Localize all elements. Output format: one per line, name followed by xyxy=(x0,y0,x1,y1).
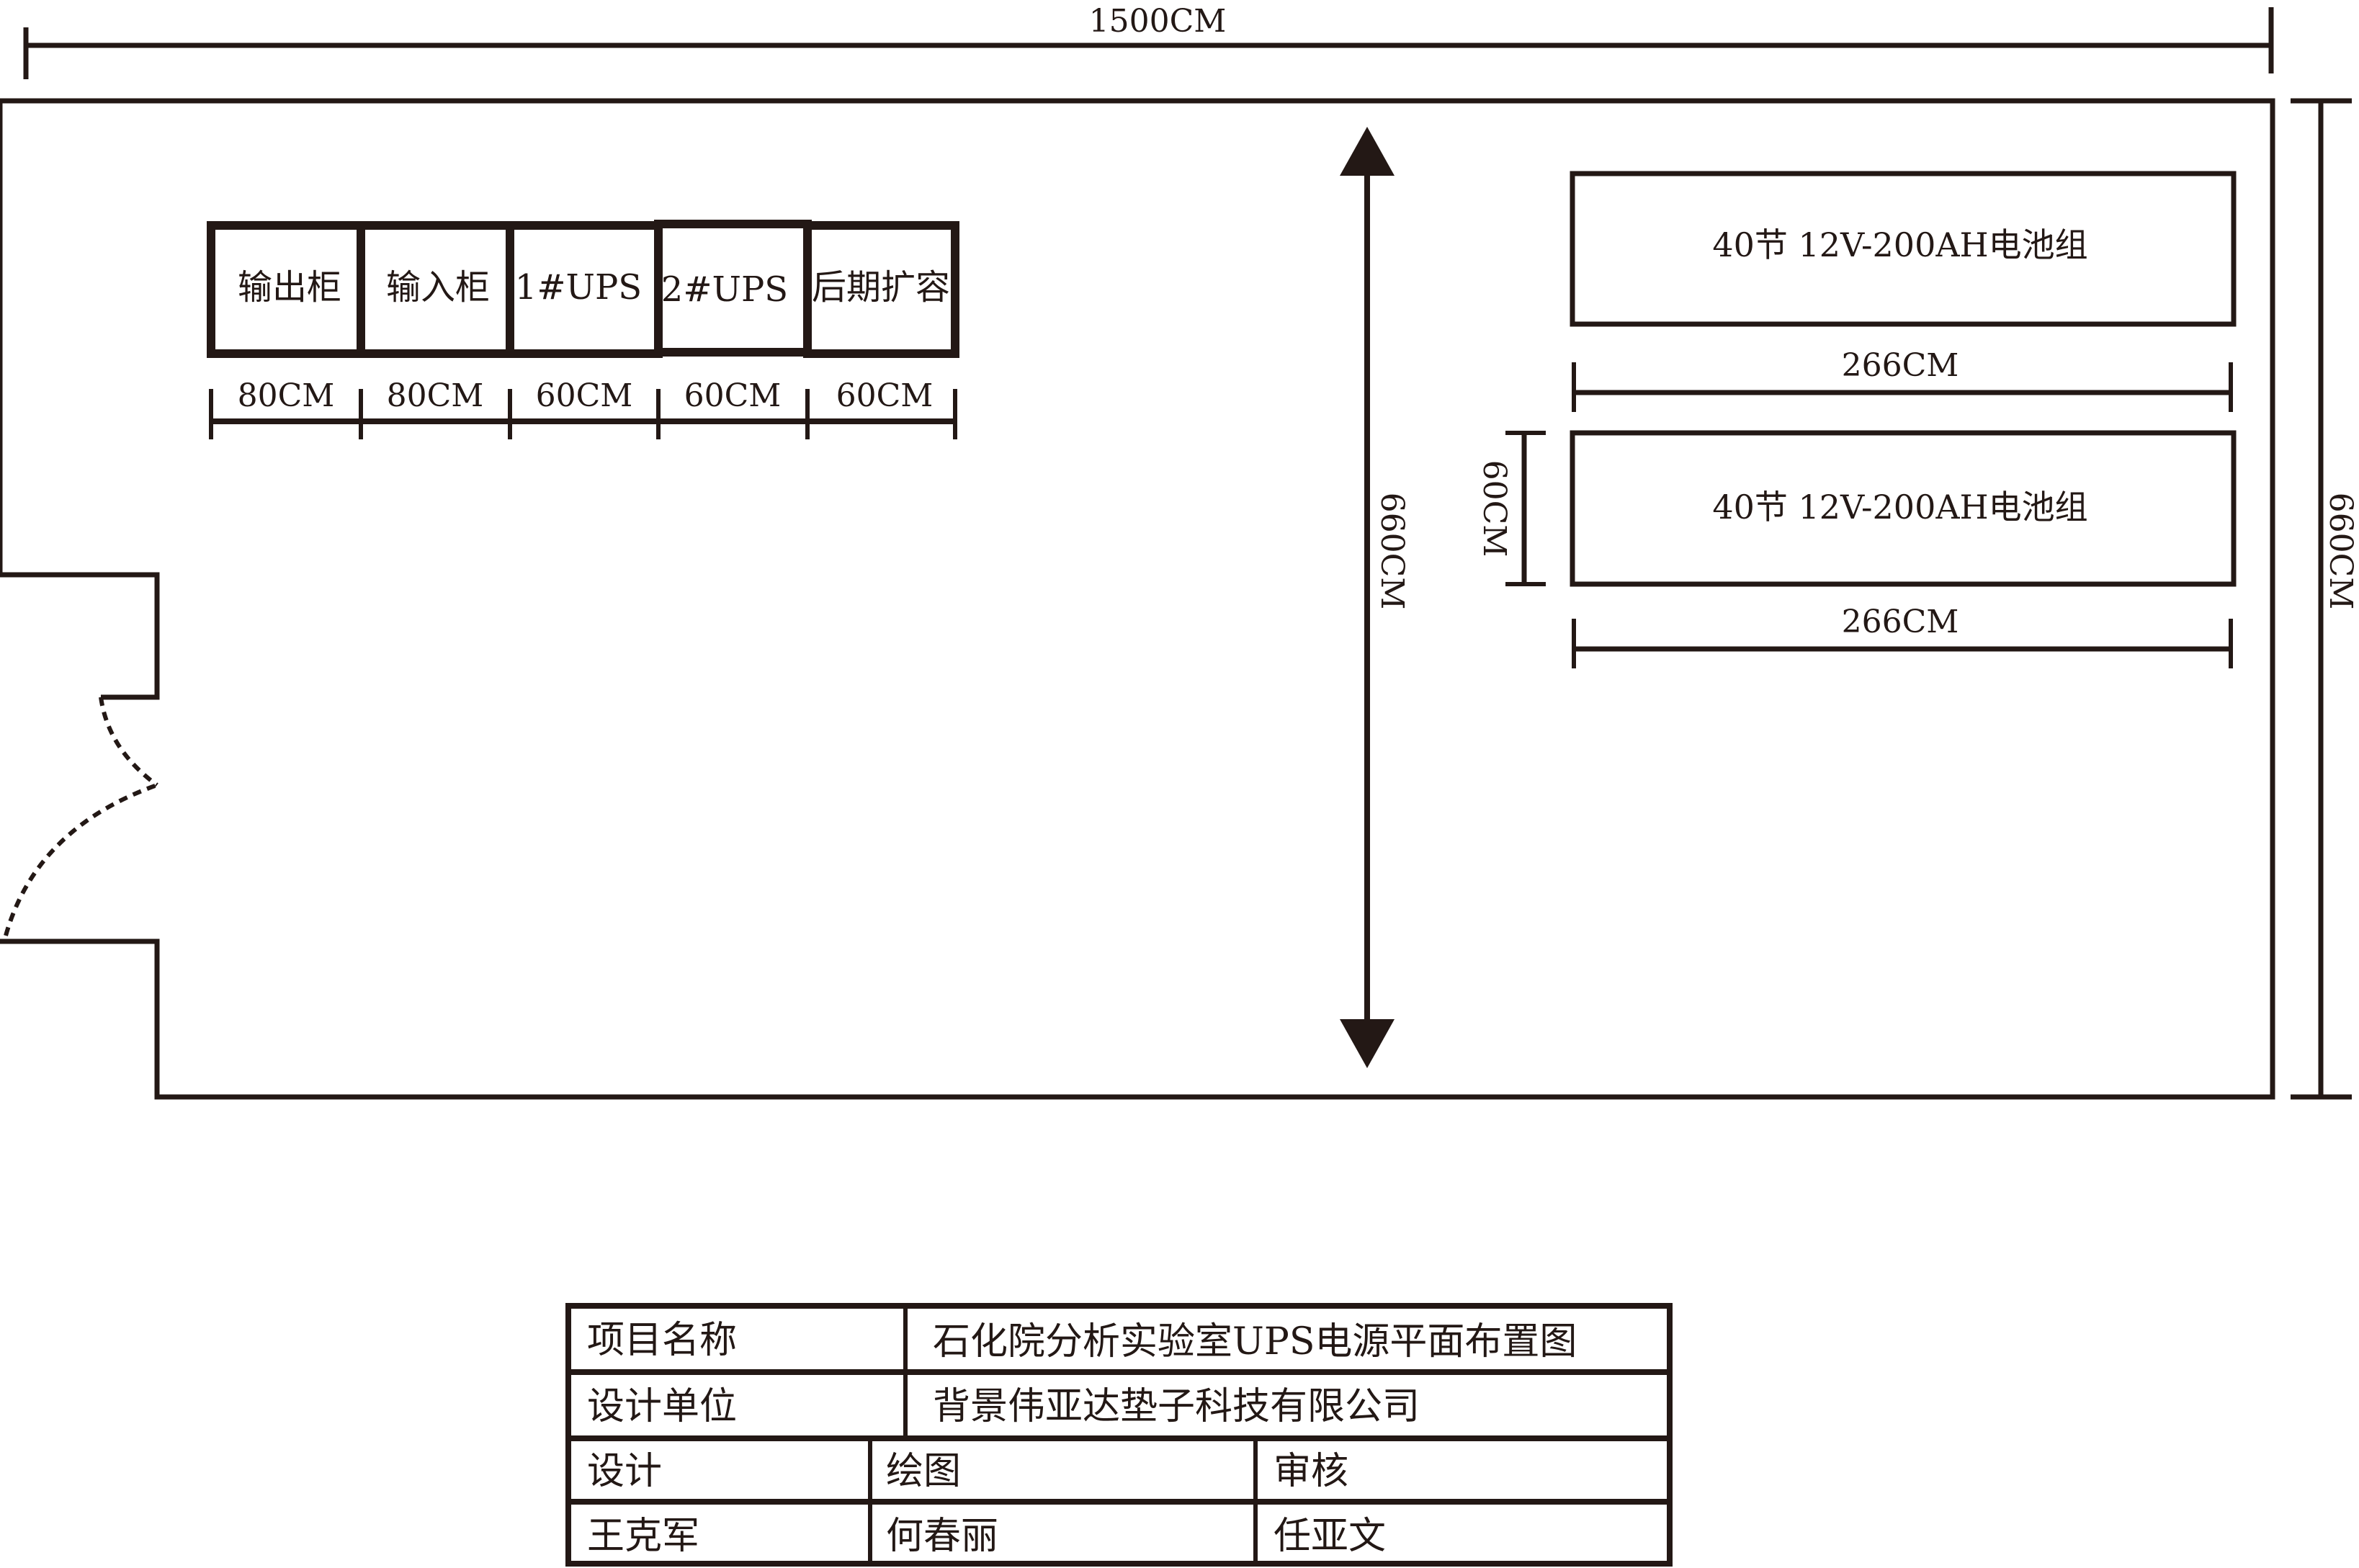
design-unit-label: 设计单位 xyxy=(587,1385,737,1428)
battery-depth-dimension: 60CM xyxy=(1476,431,1546,586)
cabinet-label: 输出柜 xyxy=(238,267,341,308)
cabinet-row: 输出柜 输入柜 1#UPS 2#UPS 后期扩容 xyxy=(207,220,959,358)
battery-group-1: 40节 12V-200AH电池组 266CM xyxy=(1570,171,2237,412)
battery-depth-label: 60CM xyxy=(1476,460,1513,557)
arrow-up-icon xyxy=(1340,127,1395,176)
cabinet-label: 2#UPS xyxy=(661,269,788,310)
cabinet-width-dimension: 80CM 80CM 60CM 60CM 60CM xyxy=(209,377,957,439)
cabinet-width-label: 60CM xyxy=(684,377,782,414)
project-name: 石化院分析实验室UPS电源平面布置图 xyxy=(933,1320,1577,1363)
overall-width-dimension: 1500CM xyxy=(23,3,2274,79)
overall-width-label: 1500CM xyxy=(1089,3,1227,40)
room-outline xyxy=(0,98,2275,1100)
inner-height-label: 660CM xyxy=(1374,493,1410,610)
battery-group-label: 40节 12V-200AH电池组 xyxy=(1712,225,2087,264)
design-label: 设计 xyxy=(587,1450,662,1493)
cabinet-label: 后期扩容 xyxy=(812,267,950,308)
cabinet-width-label: 60CM xyxy=(536,377,633,414)
room-height-label: 660CM xyxy=(2322,493,2359,610)
cabinet-width-label: 60CM xyxy=(836,377,934,414)
arrow-down-icon xyxy=(1340,1019,1395,1068)
reviewer-name: 任亚文 xyxy=(1273,1515,1386,1558)
battery-length-label: 266CM xyxy=(1842,604,1959,640)
drafter-name: 何春丽 xyxy=(886,1515,998,1558)
battery-group-label: 40节 12V-200AH电池组 xyxy=(1712,488,2087,527)
door-swing xyxy=(4,696,158,936)
cabinet-width-label: 80CM xyxy=(238,377,335,414)
battery-length-label: 266CM xyxy=(1842,347,1959,384)
cabinet-width-label: 80CM xyxy=(387,377,484,414)
room-height-dimension: 660CM xyxy=(2291,98,2359,1100)
cabinet-label: 1#UPS xyxy=(515,267,642,308)
inner-height-dimension: 660CM xyxy=(1340,127,1410,1068)
project-name-label: 项目名称 xyxy=(587,1319,737,1362)
cabinet-label: 输入柜 xyxy=(386,267,490,308)
title-block: 项目名称 石化院分析实验室UPS电源平面布置图 设计单位 背景伟亚达垫子科技有限… xyxy=(565,1303,1673,1567)
review-label: 审核 xyxy=(1273,1450,1348,1493)
drawing-label: 绘图 xyxy=(886,1450,961,1493)
designer-name: 王克军 xyxy=(587,1515,699,1558)
cabinet-expansion xyxy=(803,221,959,358)
battery-group-2: 40节 12V-200AH电池组 266CM xyxy=(1570,430,2237,668)
design-unit: 背景伟亚达垫子科技有限公司 xyxy=(933,1385,1420,1428)
